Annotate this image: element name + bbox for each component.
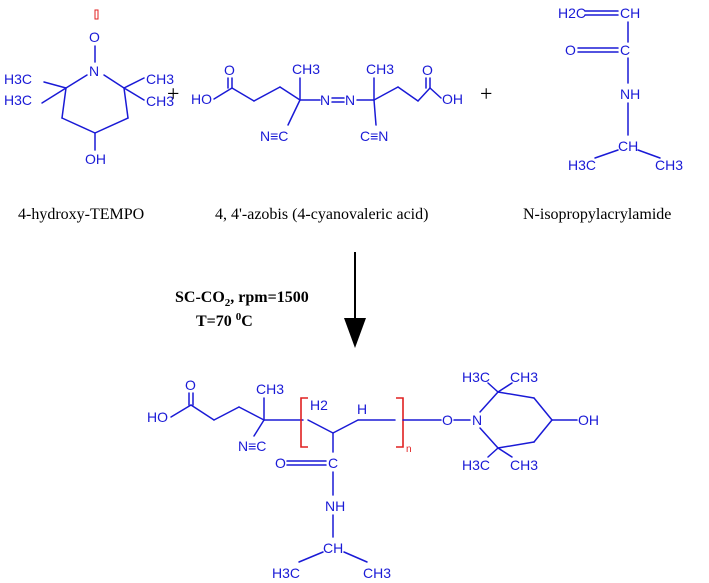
acva-hydroxyl-left: HO — [191, 91, 212, 107]
nipam-vinyl-ch: CH — [620, 5, 640, 21]
conditions-line-1: SC-CO2, rpm=1500 — [175, 289, 309, 309]
plus-sign: + — [480, 81, 492, 106]
acva-carbonyl-oxygen: O — [224, 62, 235, 78]
tempo-nitrogen: N — [89, 63, 99, 79]
product-ring-methyl: H3C — [462, 369, 490, 385]
acva-structure: HO O CH3 N≡C N N CH3 C≡N O OH — [191, 61, 463, 144]
radical-dot-marker — [94, 9, 99, 20]
nipam-caption: N-isopropylacrylamide — [523, 206, 671, 223]
product-hydroxyl: HO — [147, 409, 168, 425]
product-amide-carbon: C — [328, 455, 338, 471]
product-methyl: CH3 — [256, 381, 284, 397]
product-amide-nh: NH — [325, 498, 345, 514]
acva-caption: 4, 4'-azobis (4-cyanovaleric acid) — [215, 206, 428, 223]
left-repeat-bracket — [300, 397, 308, 448]
tempo-structure: O N OH H3C H3C CH3 CH3 — [4, 9, 174, 167]
tempo-methyl: CH3 — [146, 93, 174, 109]
acva-methyl: CH3 — [292, 61, 320, 77]
nipam-methyl: CH3 — [655, 157, 683, 173]
tempo-oxygen: O — [89, 29, 100, 45]
nipam-vinyl-ch2: H2C — [558, 5, 586, 21]
nipam-methyl: H3C — [568, 157, 596, 173]
product-ring-methyl: CH3 — [510, 457, 538, 473]
reaction-arrow — [344, 252, 366, 348]
acva-hydroxyl-right: OH — [442, 91, 463, 107]
conditions-line-2: T=70 0C — [196, 311, 253, 330]
product-carbonyl-oxygen: O — [185, 377, 196, 393]
product-backbone-ch: H — [357, 401, 367, 417]
product-isopropyl-methyl: CH3 — [363, 565, 391, 581]
product-backbone-ch2: H2 — [310, 397, 328, 413]
nipam-isopropyl-ch: CH — [618, 138, 638, 154]
product-isopropyl-methyl: H3C — [272, 565, 300, 581]
repeat-unit-n: n — [406, 444, 412, 455]
nipam-amide-nh: NH — [620, 86, 640, 102]
product-nitrile: N≡C — [238, 438, 266, 454]
product-isopropyl-ch: CH — [323, 540, 343, 556]
right-repeat-bracket — [396, 397, 404, 448]
acva-nitrile-right: C≡N — [360, 128, 388, 144]
tempo-methyl: CH3 — [146, 71, 174, 87]
reaction-conditions: SC-CO2, rpm=1500 T=70 0C — [175, 289, 309, 330]
product-nitrogen: N — [472, 412, 482, 428]
product-structure: HO O CH3 N≡C H2 H n O N OH — [147, 369, 599, 581]
acva-nitrile-left: N≡C — [260, 128, 288, 144]
acva-methyl: CH3 — [366, 61, 394, 77]
product-ring-hydroxyl: OH — [578, 412, 599, 428]
tempo-methyl: H3C — [4, 71, 32, 87]
azo-nitrogen: N — [320, 92, 330, 108]
product-linker-oxygen: O — [442, 412, 453, 428]
tempo-caption: 4-hydroxy-TEMPO — [18, 206, 144, 223]
nipam-carbonyl-carbon: C — [620, 42, 630, 58]
acva-carbonyl-oxygen: O — [422, 62, 433, 78]
plus-sign: + — [167, 81, 179, 106]
nipam-carbonyl-oxygen: O — [565, 42, 576, 58]
tempo-hydroxyl: OH — [85, 151, 106, 167]
nipam-structure: H2C CH O C NH CH H3C CH3 — [558, 5, 683, 173]
product-amide-oxygen: O — [275, 455, 286, 471]
azo-nitrogen: N — [345, 92, 355, 108]
tempo-methyl: H3C — [4, 92, 32, 108]
product-ring-methyl: H3C — [462, 457, 490, 473]
product-ring-methyl: CH3 — [510, 369, 538, 385]
